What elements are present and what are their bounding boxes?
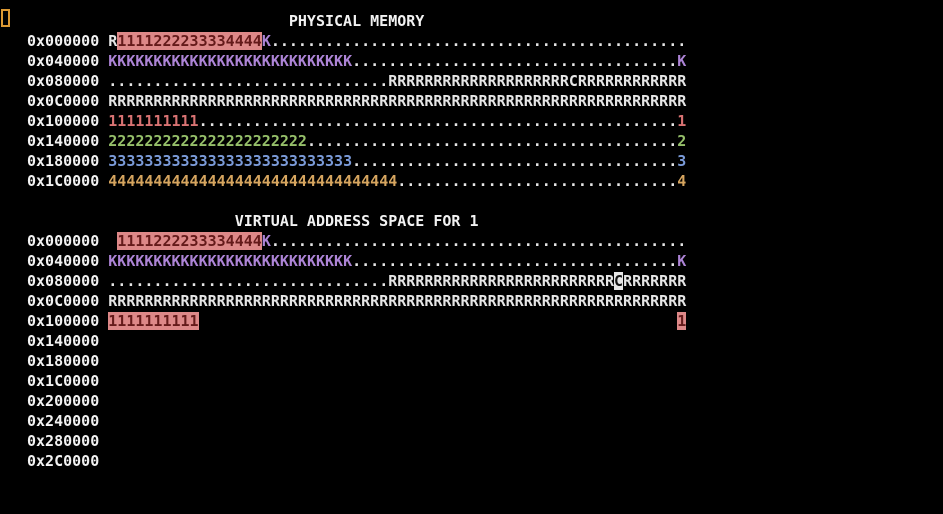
row-address: 0x0C0000 [27, 92, 109, 110]
memory-row: 0x180000 [27, 351, 686, 371]
memory-row: 0x140000 2222222222222222222222.........… [27, 131, 686, 151]
section-title: PHYSICAL MEMORY [288, 12, 425, 30]
row-address: 0x100000 [27, 312, 109, 330]
cell-run [108, 232, 117, 250]
cell-run: KKKKKKKKKKKKKKKKKKKKKKKKKKK [108, 52, 353, 70]
cell-run: 1111222233334444 [117, 232, 262, 250]
blank-line [27, 191, 686, 211]
row-address: 0x040000 [27, 252, 109, 270]
memory-row: 0x2C0000 [27, 451, 686, 471]
terminal-block-cursor [1, 9, 10, 27]
memory-row: 0x040000 KKKKKKKKKKKKKKKKKKKKKKKKKKK....… [27, 51, 686, 71]
cell-run: .................................... [352, 252, 678, 270]
row-address: 0x1C0000 [27, 172, 109, 190]
cell-run: 44444444444444444444444444444444 [108, 172, 398, 190]
section-title: VIRTUAL ADDRESS SPACE FOR 1 [234, 212, 479, 230]
cell-run: 2222222222222222222222 [108, 132, 307, 150]
memory-row: 0x040000 KKKKKKKKKKKKKKKKKKKKKKKKKKK....… [27, 251, 686, 271]
cell-run: RRRRRRRRRRRR [577, 72, 687, 90]
memory-row: 0x1C0000 [27, 371, 686, 391]
cell-run: C [568, 72, 578, 90]
cell-run: 1 [677, 312, 687, 330]
cell-run: 1111111111 [108, 112, 199, 130]
memory-row: 0x180000 333333333333333333333333333....… [27, 151, 686, 171]
memory-row: 0x100000 1111111111.....................… [27, 111, 686, 131]
cell-run: KKKKKKKKKKKKKKKKKKKKKKKKKKK [108, 252, 353, 270]
row-address: 0x280000 [27, 432, 109, 450]
row-address: 0x180000 [27, 152, 109, 170]
cell-run: RRRRRRRRRRRRRRRRRRRRRRRRRRRRRRRRRRRRRRRR… [108, 292, 687, 310]
cell-run: R [108, 32, 118, 50]
cell-run: ............................... [108, 72, 389, 90]
cell-run: ............................... [397, 172, 678, 190]
cell-run: RRRRRRRRRRRRRRRRRRRR [388, 72, 569, 90]
cell-run: K [677, 252, 687, 270]
cell-run: 333333333333333333333333333 [108, 152, 353, 170]
cell-run: ........................................… [198, 112, 678, 130]
memory-row: 0x1C0000 4444444444444444444444444444444… [27, 171, 686, 191]
row-address: 0x100000 [27, 112, 109, 130]
row-address: 0x2C0000 [27, 452, 109, 470]
cell-run: .................................... [352, 52, 678, 70]
memory-row: 0x0C0000 RRRRRRRRRRRRRRRRRRRRRRRRRRRRRRR… [27, 91, 686, 111]
memory-row: 0x100000 1111111111 1 [27, 311, 687, 331]
cell-run: RRRRRRR [623, 272, 687, 290]
memory-row: 0x240000 [27, 411, 686, 431]
cell-run: 3 [677, 152, 687, 170]
cell-run: K [261, 232, 271, 250]
memory-row: 0x0C0000 RRRRRRRRRRRRRRRRRRRRRRRRRRRRRRR… [27, 291, 686, 311]
cell-run: 1111222233334444 [117, 32, 262, 50]
row-address: 0x1C0000 [27, 372, 109, 390]
cell-run: 1 [677, 112, 687, 130]
cell-run: ........................................… [270, 232, 687, 250]
row-address: 0x0C0000 [27, 292, 109, 310]
row-address: 0x080000 [27, 272, 109, 290]
cell-run: 4 [677, 172, 687, 190]
cell-run: ............................... [108, 272, 389, 290]
cell-run: RRRRRRRRRRRRRRRRRRRRRRRRRRRRRRRRRRRRRRRR… [108, 92, 687, 110]
row-address: 0x180000 [27, 352, 109, 370]
row-address: 0x140000 [27, 132, 109, 150]
memory-row: 0x200000 [27, 391, 686, 411]
row-address: 0x080000 [27, 72, 109, 90]
cell-run: ........................................… [270, 32, 687, 50]
row-address: 0x200000 [27, 392, 109, 410]
memory-row: 0x280000 [27, 431, 686, 451]
cell-run [199, 312, 678, 330]
cell-run: 1111111111 [108, 312, 199, 330]
cell-run: 2 [677, 132, 687, 150]
row-address: 0x240000 [27, 412, 109, 430]
memory-row: 0x080000 ...............................… [27, 71, 686, 91]
memory-row: 0x000000 R1111222233334444K.............… [27, 31, 686, 51]
row-address: 0x000000 [27, 32, 109, 50]
cell-run: RRRRRRRRRRRRRRRRRRRRRRRRR [388, 272, 615, 290]
cell-run: C [614, 272, 624, 290]
memory-row: 0x140000 [27, 331, 686, 351]
cell-run: K [677, 52, 687, 70]
cell-run: .................................... [352, 152, 678, 170]
row-address: 0x000000 [27, 232, 109, 250]
cell-run: K [261, 32, 271, 50]
memory-row: 0x080000 ...............................… [27, 271, 686, 291]
memory-row: 0x000000 1111222233334444K..............… [27, 231, 686, 251]
row-address: 0x140000 [27, 332, 109, 350]
row-address: 0x040000 [27, 52, 109, 70]
cell-run: ........................................… [306, 132, 678, 150]
